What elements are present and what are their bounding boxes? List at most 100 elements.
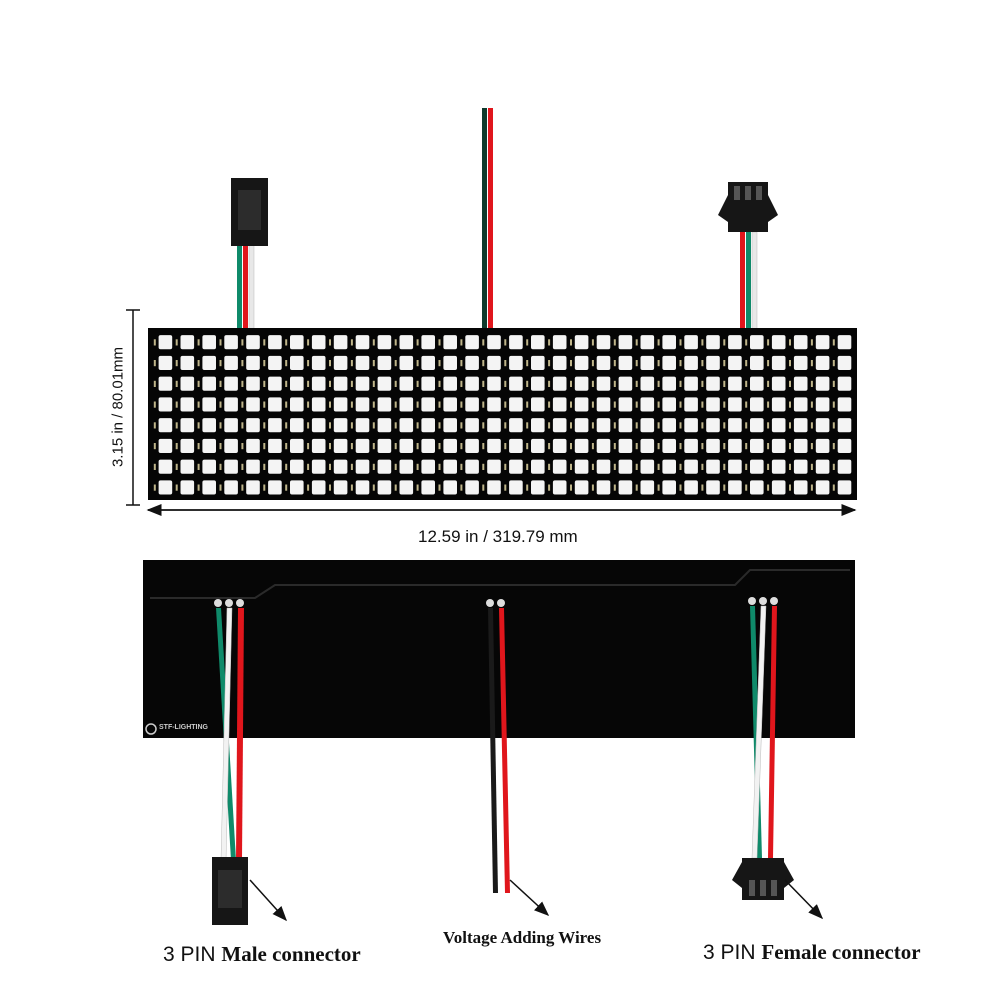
led-capacitor	[745, 339, 748, 346]
led-chip	[640, 418, 655, 433]
led-chip	[180, 335, 195, 350]
led-capacitor	[438, 422, 441, 429]
led-chip	[224, 335, 238, 350]
led-capacitor	[460, 339, 463, 346]
led-chip	[531, 335, 545, 350]
led-chip	[158, 480, 173, 495]
led-capacitor	[219, 339, 222, 346]
led-chip	[377, 397, 392, 412]
led-capacitor	[416, 360, 419, 367]
led-chip	[443, 438, 457, 453]
led-chip	[487, 355, 501, 370]
led-capacitor	[307, 339, 310, 346]
male-pointer-arrow	[249, 879, 288, 922]
led-capacitor	[679, 443, 682, 450]
led-capacitor	[263, 380, 266, 387]
led-chip	[750, 397, 764, 412]
led-chip	[706, 418, 720, 433]
led-capacitor	[679, 463, 682, 470]
led-capacitor	[767, 380, 770, 387]
led-capacitor	[591, 484, 594, 491]
led-capacitor	[745, 463, 748, 470]
led-chip	[684, 438, 698, 453]
led-chip	[180, 459, 195, 474]
led-chip	[684, 418, 698, 433]
led-capacitor	[285, 380, 288, 387]
led-chip	[158, 376, 173, 391]
led-chip	[509, 438, 523, 453]
led-capacitor	[767, 339, 770, 346]
led-capacitor	[504, 360, 507, 367]
led-capacitor	[613, 484, 616, 491]
led-capacitor	[526, 360, 529, 367]
led-chip	[509, 459, 523, 474]
led-chip	[552, 355, 567, 370]
led-chip	[465, 397, 479, 412]
led-chip	[311, 438, 326, 453]
led-chip	[837, 418, 852, 433]
led-chip	[180, 438, 195, 453]
led-chip	[224, 480, 238, 495]
led-chip	[684, 355, 698, 370]
led-capacitor	[570, 401, 572, 408]
led-capacitor	[701, 339, 704, 346]
led-capacitor	[767, 360, 770, 367]
led-capacitor	[350, 380, 353, 387]
led-capacitor	[570, 463, 572, 470]
led-capacitor	[329, 443, 331, 450]
led-chip	[202, 355, 216, 370]
led-chip	[399, 355, 414, 370]
led-capacitor	[832, 443, 835, 450]
male-connector-bottom	[212, 857, 248, 925]
led-capacitor	[350, 422, 353, 429]
led-chip	[574, 397, 589, 412]
led-chip	[399, 480, 414, 495]
led-chip	[290, 438, 304, 453]
led-capacitor	[745, 401, 748, 408]
led-chip	[290, 355, 304, 370]
led-capacitor	[175, 463, 178, 470]
led-capacitor	[548, 484, 551, 491]
led-chip	[421, 397, 435, 412]
label-suffix: Male connector	[221, 942, 361, 966]
led-capacitor	[767, 443, 770, 450]
led-capacitor	[307, 401, 310, 408]
led-capacitor	[548, 339, 551, 346]
led-chip	[750, 335, 764, 350]
led-chip	[662, 335, 676, 350]
led-chip	[487, 335, 501, 350]
led-chip	[640, 459, 655, 474]
led-capacitor	[153, 443, 156, 450]
led-chip	[290, 397, 304, 412]
led-chip	[815, 355, 830, 370]
led-capacitor	[832, 401, 835, 408]
led-chip	[421, 376, 435, 391]
led-chip	[552, 438, 567, 453]
led-capacitor	[570, 484, 572, 491]
led-chip	[793, 438, 808, 453]
led-chip	[290, 335, 304, 350]
led-capacitor	[526, 401, 529, 408]
led-capacitor	[372, 360, 375, 367]
led-capacitor	[285, 401, 288, 408]
led-chip	[268, 335, 282, 350]
led-grid	[153, 335, 852, 495]
led-capacitor	[153, 401, 156, 408]
led-capacitor	[482, 422, 485, 429]
led-chip	[706, 480, 720, 495]
led-capacitor	[482, 401, 485, 408]
led-chip	[662, 438, 676, 453]
led-capacitor	[832, 484, 835, 491]
led-chip	[311, 397, 326, 412]
led-capacitor	[460, 443, 463, 450]
led-capacitor	[613, 360, 616, 367]
led-chip	[837, 480, 852, 495]
led-capacitor	[372, 463, 375, 470]
led-capacitor	[526, 380, 529, 387]
led-panel-front	[148, 328, 857, 500]
voltage-wires-label: Voltage Adding Wires	[443, 928, 602, 947]
led-chip	[180, 480, 195, 495]
led-chip	[202, 438, 216, 453]
led-chip	[509, 376, 523, 391]
led-chip	[662, 355, 676, 370]
